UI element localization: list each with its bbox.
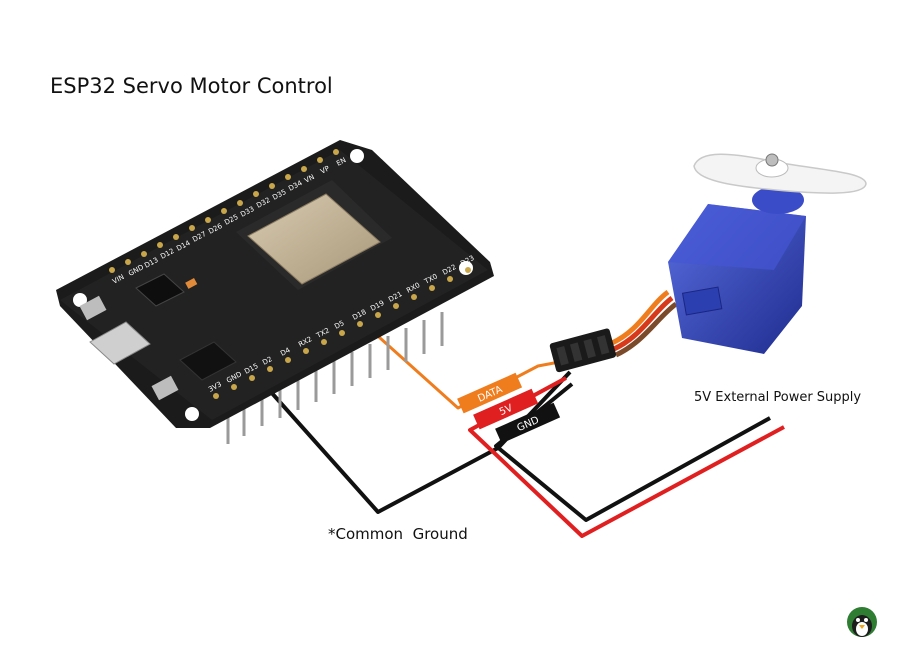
pin-label: D2 xyxy=(261,355,273,367)
mount-hole xyxy=(350,149,364,163)
servo-cable xyxy=(610,289,670,346)
mount-hole xyxy=(185,407,199,421)
servo-gear-housing xyxy=(752,186,804,214)
servo-connector xyxy=(549,328,617,373)
pin-label: VN xyxy=(303,173,316,185)
ground-wire-common xyxy=(260,370,572,514)
usb-port xyxy=(89,321,151,365)
boot-button xyxy=(79,295,107,321)
regulator xyxy=(135,273,185,307)
usb-chip xyxy=(179,341,237,381)
servo-motor xyxy=(668,153,867,354)
en-button xyxy=(151,375,179,401)
module-shield xyxy=(247,193,381,285)
led xyxy=(185,278,198,289)
wire-tag-5v-text: 5V xyxy=(498,403,515,418)
wire-tag-5v: 5V xyxy=(473,388,539,430)
diagram-title: ESP32 Servo Motor Control xyxy=(50,74,333,98)
mount-hole xyxy=(73,293,87,307)
pin-label: D5 xyxy=(333,319,345,331)
pin-label: EN xyxy=(335,156,347,168)
common-ground-label: *Common Ground xyxy=(328,525,468,543)
pin-label: D4 xyxy=(279,346,292,358)
esp32-board: VIN GND D13 D12 D14 D27 D26 D25 D33 D32 … xyxy=(56,140,494,444)
logo-icon xyxy=(847,607,877,637)
servo-mount-tab xyxy=(681,286,723,316)
pin-label: VP xyxy=(319,164,331,175)
servo-screw xyxy=(765,153,779,167)
power-supply-label: 5V External Power Supply xyxy=(694,390,862,405)
